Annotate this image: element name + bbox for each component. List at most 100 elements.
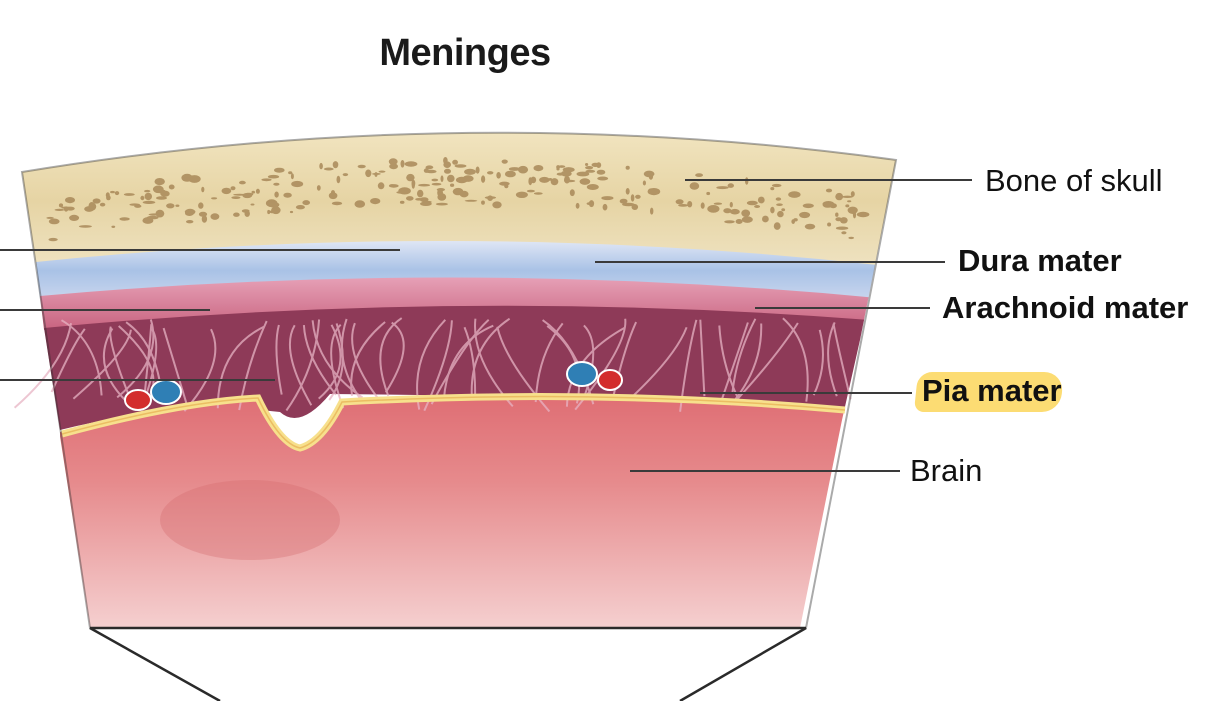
bone-pore (251, 190, 256, 194)
bone-pore (835, 212, 839, 217)
bone-pore (689, 182, 700, 190)
bone-pore (48, 237, 58, 242)
trabecula (216, 325, 266, 409)
bone-pore (370, 198, 381, 205)
bone-pore (564, 175, 570, 184)
bone-pore (625, 165, 630, 170)
bone-pore (475, 166, 480, 174)
bone-pore (46, 216, 54, 219)
bone-pore (400, 160, 405, 168)
bone-pore (602, 203, 608, 211)
bone-pore (464, 199, 478, 202)
bone-pore (166, 203, 175, 209)
perspective-line-right (679, 626, 807, 701)
bone-pore (635, 194, 641, 199)
bone-pore (643, 170, 655, 178)
bone-pore (450, 183, 455, 187)
bone-pore (585, 166, 594, 170)
bone-pore (389, 184, 395, 187)
bone-pore (777, 210, 784, 218)
bone-pore (154, 178, 165, 186)
bone-pore (539, 176, 550, 183)
bone-pore (647, 188, 661, 196)
bone-pore (152, 185, 164, 194)
bone-pore (723, 208, 732, 214)
bone-pore (625, 188, 630, 195)
bone-pore (119, 217, 130, 221)
bone-pore (642, 180, 647, 186)
bone-pore (211, 197, 218, 200)
bone-pore (730, 208, 740, 215)
bone-pore (233, 212, 240, 217)
trabecula (13, 323, 72, 409)
bone-pore (576, 171, 590, 177)
leader-lines (0, 179, 972, 472)
bone-pore (111, 225, 116, 228)
bone-pore (597, 176, 609, 181)
trabecula (330, 323, 345, 409)
trabecula (737, 322, 799, 399)
trabecula (50, 328, 86, 393)
block-outline (20, 131, 898, 629)
bone-pore (377, 182, 385, 190)
bone-pore (221, 187, 232, 195)
bone-pore (841, 231, 847, 235)
bone-pore (727, 183, 734, 188)
bone-pore (586, 184, 599, 190)
bone-pore (250, 203, 255, 206)
bone-pore (440, 175, 444, 182)
bone-pore (129, 203, 140, 206)
bone-pore (378, 170, 386, 173)
label-arachnoid-mater: Arachnoid mater (942, 290, 1189, 325)
bone-pore (560, 170, 572, 177)
bone-pore (848, 236, 854, 240)
bone-pore (447, 174, 455, 183)
bone-pore (601, 196, 614, 201)
bone-pore (415, 198, 423, 201)
bone-pore (515, 191, 528, 198)
vein-left (150, 379, 182, 405)
bone-pore (713, 202, 723, 205)
bone-pore (291, 180, 304, 188)
bone-pore (517, 165, 529, 174)
bone-pore (357, 164, 366, 169)
bone-pore (198, 202, 204, 209)
bone-pore (481, 175, 486, 183)
bone-pore (508, 167, 521, 171)
trabecula (731, 318, 757, 394)
bone-pore (528, 177, 533, 186)
bone-pore (389, 163, 398, 170)
bone-pore (776, 203, 783, 206)
bone-pore (425, 165, 434, 170)
bone-pore (110, 190, 115, 194)
bone-pore (435, 202, 448, 206)
bone-pore (168, 184, 175, 190)
trabecula (384, 321, 405, 393)
bone-pore (729, 201, 733, 208)
label-bone-of-skull: Bone of skull (985, 163, 1163, 198)
bone-pore (58, 203, 64, 208)
trabecula (350, 321, 386, 396)
bone-pore (302, 200, 311, 206)
bone-pore (741, 216, 753, 223)
bone-layer (22, 132, 896, 270)
bone-pore (839, 217, 848, 224)
bone-pore (54, 208, 65, 211)
bone-pore (675, 199, 684, 205)
bone-pore (724, 220, 735, 224)
bone-pore (274, 191, 279, 198)
bone-pore (331, 201, 343, 206)
label-pia-mater: Pia mater (922, 373, 1062, 408)
bone-pore (569, 189, 575, 197)
bone-pore (825, 188, 833, 193)
bone-pore (186, 220, 194, 224)
arachnoid-layer (40, 277, 878, 330)
bone-pore (526, 189, 535, 193)
artery-right (597, 369, 623, 391)
bone-pore (175, 204, 180, 207)
label-dura-mater: Dura mater (958, 243, 1122, 278)
trabecula (60, 319, 103, 396)
bone-pore (827, 222, 832, 227)
bone-pore (295, 205, 305, 210)
